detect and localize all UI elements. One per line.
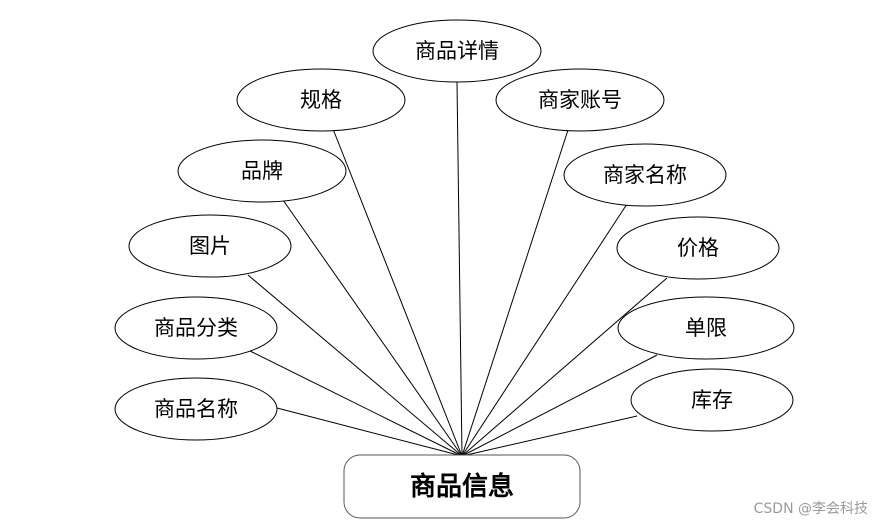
attribute-ellipse xyxy=(616,216,780,280)
link-image xyxy=(247,274,463,457)
attribute-label: 商家账号 xyxy=(538,88,622,112)
attribute-ellipse xyxy=(128,214,292,278)
link-name xyxy=(276,407,463,457)
attribute-detail: 商品详情 xyxy=(372,19,542,83)
attribute-ellipse xyxy=(177,139,347,203)
attribute-label: 商品详情 xyxy=(415,39,499,63)
link-detail xyxy=(456,81,463,457)
link-price xyxy=(461,277,668,457)
attribute-label: 商家名称 xyxy=(603,163,687,187)
attribute-label: 商品分类 xyxy=(154,316,238,340)
link-category xyxy=(249,350,463,457)
attribute-category: 商品分类 xyxy=(114,296,278,360)
attribute-ellipse xyxy=(617,296,795,360)
attribute-ellipse xyxy=(372,19,542,83)
relationship-lines xyxy=(247,81,668,457)
entity-box xyxy=(343,454,581,519)
attribute-label: 价格 xyxy=(677,236,719,260)
link-spec xyxy=(332,128,463,457)
attribute-brand: 品牌 xyxy=(177,139,347,203)
attribute-label: 商品名称 xyxy=(154,397,238,421)
link-merchant-account xyxy=(461,129,569,457)
attribute-ellipse xyxy=(114,296,278,360)
attribute-ellipse xyxy=(563,143,727,207)
attribute-ellipse xyxy=(630,368,794,432)
attribute-label: 规格 xyxy=(300,88,342,112)
entity-label: 商品信息 xyxy=(410,471,514,502)
entity-node: 商品信息 xyxy=(343,454,581,519)
attribute-ellipse xyxy=(114,377,278,441)
attribute-ellipse xyxy=(236,68,406,132)
attribute-image: 图片 xyxy=(128,214,292,278)
attribute-limit: 单限 xyxy=(617,296,795,360)
attribute-stock: 库存 xyxy=(630,368,794,432)
attribute-spec: 规格 xyxy=(236,68,406,132)
link-limit xyxy=(461,354,658,457)
attribute-name: 商品名称 xyxy=(114,377,278,441)
attribute-price: 价格 xyxy=(616,216,780,280)
link-merchant-name xyxy=(461,203,628,457)
attribute-label: 品牌 xyxy=(241,159,283,183)
attribute-label: 单限 xyxy=(685,316,727,340)
link-brand xyxy=(282,199,463,457)
attribute-merchant-account: 商家账号 xyxy=(495,68,665,132)
link-stock xyxy=(461,415,638,457)
attribute-label: 库存 xyxy=(691,388,733,412)
attribute-ellipse xyxy=(495,68,665,132)
watermark-text: CSDN @李会科技 xyxy=(754,501,868,517)
attribute-label: 图片 xyxy=(189,234,231,258)
attribute-merchant-name: 商家名称 xyxy=(563,143,727,207)
